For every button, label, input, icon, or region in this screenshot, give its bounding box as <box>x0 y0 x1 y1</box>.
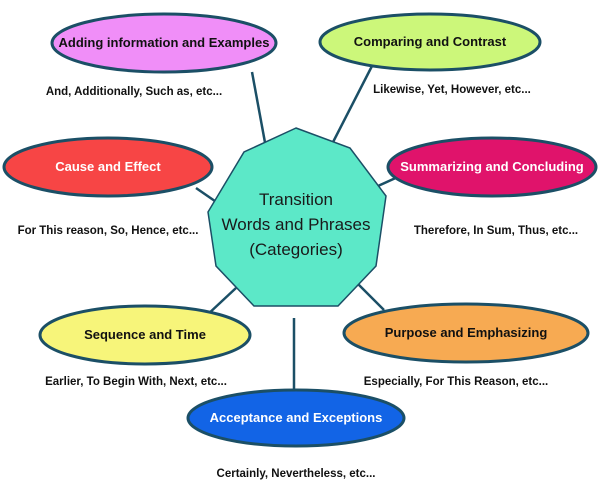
examples-cause: For This reason, So, Hence, etc... <box>18 225 199 237</box>
category-sequence: Sequence and Time <box>38 304 252 366</box>
connector-purpose <box>357 283 385 311</box>
category-adding: Adding information and Examples <box>50 12 278 74</box>
bubble-label-comparing: Comparing and Contrast <box>354 34 507 49</box>
connector-adding <box>250 71 268 149</box>
bubble-label-sequence: Sequence and Time <box>84 327 206 342</box>
center-heptagon <box>207 127 387 307</box>
center-title-line-2: Words and Phrases <box>222 215 371 234</box>
bubble-label-acceptance: Acceptance and Exceptions <box>210 410 383 425</box>
bubble-summarizing <box>386 136 598 198</box>
bubble-label-summarizing: Summarizing and Concluding <box>400 159 584 174</box>
category-purpose: Purpose and Emphasizing <box>342 302 590 364</box>
center-title-line-1: Transition <box>259 190 333 209</box>
bubble-adding <box>50 12 278 74</box>
category-comparing: Comparing and Contrast <box>318 12 542 72</box>
bubble-cause <box>2 136 214 198</box>
bubble-label-cause: Cause and Effect <box>55 159 161 174</box>
examples-acceptance: Certainly, Nevertheless, etc... <box>217 468 376 480</box>
examples-adding: And, Additionally, Such as, etc... <box>46 86 222 98</box>
bubble-sequence <box>38 304 252 366</box>
bubble-acceptance <box>186 388 406 448</box>
bubble-label-purpose: Purpose and Emphasizing <box>385 325 548 340</box>
category-summarizing: Summarizing and Concluding <box>386 136 598 198</box>
bubble-label-adding: Adding information and Examples <box>59 35 270 50</box>
center-title-line-3: (Categories) <box>249 240 343 259</box>
examples-summarizing: Therefore, In Sum, Thus, etc... <box>414 225 578 237</box>
bubble-comparing <box>318 12 542 72</box>
bubble-purpose <box>342 302 590 364</box>
category-acceptance: Acceptance and Exceptions <box>186 388 406 448</box>
examples-sequence: Earlier, To Begin With, Next, etc... <box>45 376 227 388</box>
examples-purpose: Especially, For This Reason, etc... <box>364 376 549 388</box>
category-cause: Cause and Effect <box>2 136 214 198</box>
connector-comparing <box>328 65 374 149</box>
examples-comparing: Likewise, Yet, However, etc... <box>373 84 531 96</box>
